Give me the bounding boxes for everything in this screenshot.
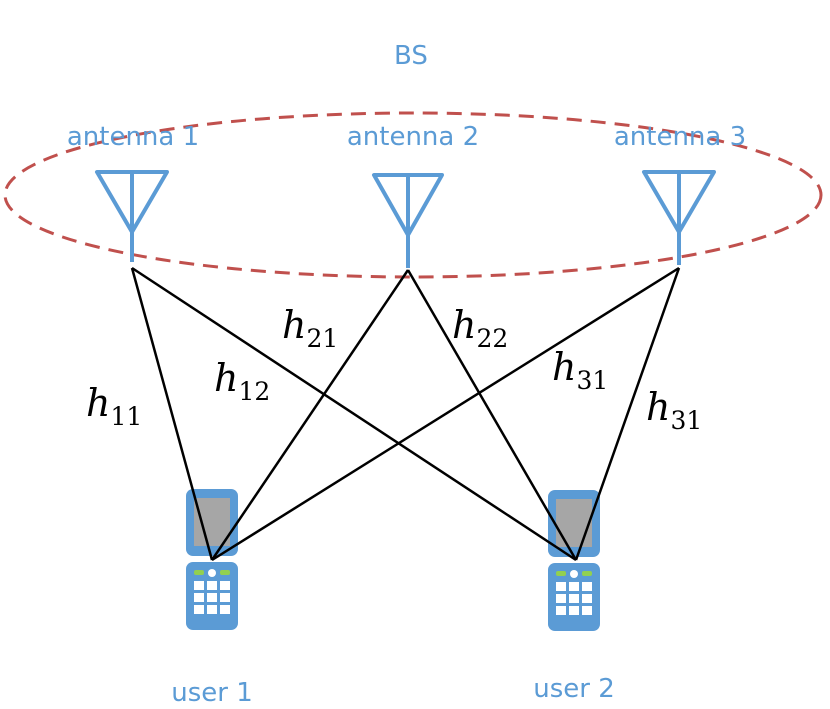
- link-antenna2-user1: [210, 269, 410, 561]
- channel-label-h11: h11: [86, 381, 142, 431]
- link-antenna3-user2: [574, 267, 681, 561]
- link-antenna3-user1: [211, 266, 680, 562]
- antenna-3-icon: [642, 170, 716, 265]
- channel-label-h12: h12: [214, 356, 270, 406]
- bs-label: BS: [394, 41, 428, 71]
- antenna-2-icon: [372, 173, 444, 268]
- user-2-phone-icon: [548, 490, 600, 631]
- channel-label-h21: h21: [282, 303, 338, 353]
- link-antenna1-user2: [131, 266, 577, 562]
- channel-label-h31-user2: h31: [646, 385, 702, 435]
- link-antenna2-user2: [406, 269, 578, 561]
- user-1-label: user 1: [171, 678, 253, 708]
- antenna-3-label: antenna 3: [614, 122, 746, 152]
- antenna-2-label: antenna 2: [347, 122, 479, 152]
- user-2-label: user 2: [533, 674, 615, 704]
- channel-label-h22: h22: [452, 303, 508, 353]
- link-antenna1-user1: [130, 267, 214, 561]
- antenna-1-icon: [95, 170, 169, 262]
- channel-label-h31-user1: h31: [552, 345, 608, 395]
- antenna-1-label: antenna 1: [67, 122, 199, 152]
- bs-boundary-ellipse: [3, 111, 823, 279]
